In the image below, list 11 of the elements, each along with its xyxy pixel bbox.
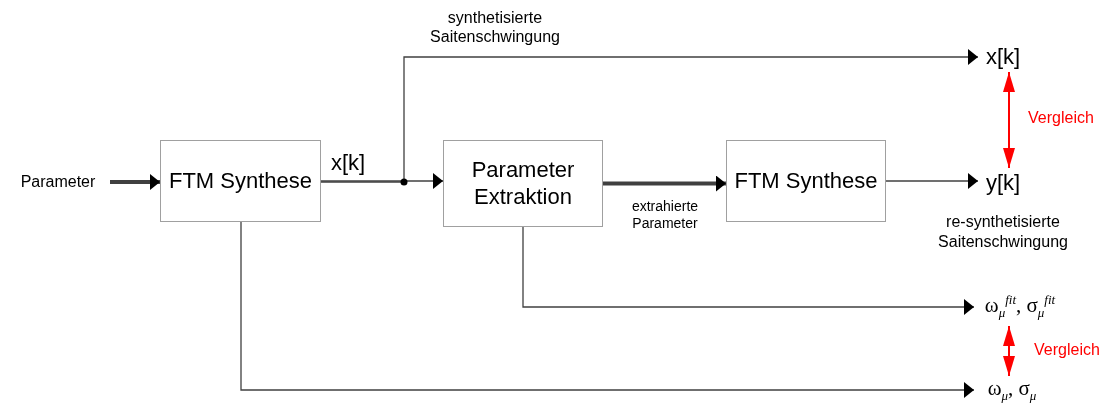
formula-label: ω$_{μ}$, σ$_{μ}$ <box>987 375 1037 405</box>
caption-text: re-synthetisierte Saitenschwingung <box>937 212 1069 252</box>
box-title: Parameter Extraktion <box>470 157 576 210</box>
box-title: FTM Synthese <box>734 167 878 195</box>
signal-label: Parameter <box>20 173 96 191</box>
box-title: FTM Synthese <box>168 167 312 195</box>
process-box <box>726 140 886 222</box>
signal-label: y[k] <box>985 170 1021 196</box>
process-box <box>443 140 603 227</box>
process-box <box>160 140 321 222</box>
signal-label: x[k] <box>985 44 1021 70</box>
